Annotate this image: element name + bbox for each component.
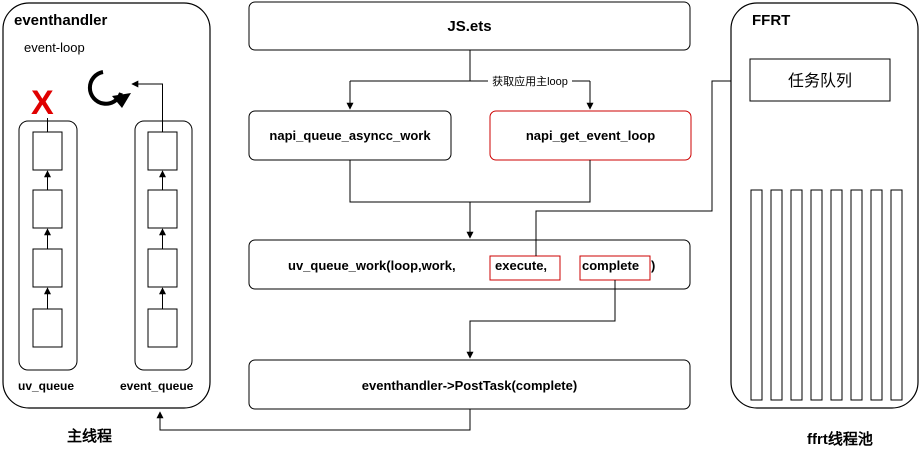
- cross-mark-icon: X: [31, 84, 54, 122]
- napi-queue-async-work-label: napi_queue_asyncc_work: [269, 128, 431, 143]
- thread-bar: [890, 189, 903, 401]
- main-thread-caption: 主线程: [67, 427, 112, 445]
- uv-queue-slot: [32, 308, 63, 348]
- uv-queue-slot: [32, 248, 63, 288]
- uv-queue-work-complete: complete: [582, 258, 639, 273]
- uv-queue-label: uv_queue: [18, 379, 74, 393]
- js-ets-label: JS.ets: [447, 18, 491, 35]
- event-queue-slot: [147, 189, 178, 229]
- uv-queue-slot: [32, 131, 63, 171]
- event-queue-slot: [147, 308, 178, 348]
- task-queue-box: [749, 58, 891, 102]
- js-ets-box: JS.ets: [248, 1, 691, 51]
- event-queue-slot: [147, 248, 178, 288]
- ffrt-title: FFRT: [752, 12, 790, 29]
- uv-queue: [18, 118, 78, 371]
- post-task-label: eventhandler->PostTask(complete): [362, 378, 577, 393]
- uv-queue-slot: [32, 189, 63, 229]
- thread-bar: [770, 189, 783, 401]
- uv-queue-work-execute: execute,: [495, 258, 547, 273]
- event-queue-slot: [147, 131, 178, 171]
- thread-bar: [850, 189, 863, 401]
- uv-queue-work-prefix: uv_queue_work(loop,work,: [288, 258, 456, 273]
- thread-bar: [750, 189, 763, 401]
- thread-pool-bars: [750, 189, 903, 401]
- ffrt-caption: ffrt线程池: [807, 430, 873, 448]
- eventhandler-title: eventhandler: [14, 12, 108, 29]
- execute-highlight: [489, 255, 561, 281]
- loop-icon: [87, 70, 131, 108]
- uv-queue-work-box: uv_queue_work(loop,work, execute, comple…: [248, 239, 691, 290]
- napi-get-event-loop-box: napi_get_event_loop: [489, 110, 692, 161]
- napi-queue-async-work-box: napi_queue_asyncc_work: [248, 110, 452, 161]
- main-thread-panel: eventhandler event-loop X uv_queue: [2, 2, 211, 409]
- event-queue: [131, 80, 193, 371]
- task-queue-label: 任务队列: [788, 72, 852, 90]
- ffrt-panel: FFRT 任务队列: [730, 2, 919, 409]
- event-loop-label: event-loop: [24, 40, 85, 55]
- post-task-box: eventhandler->PostTask(complete): [248, 359, 691, 410]
- thread-bar: [870, 189, 883, 401]
- napi-get-event-loop-label: napi_get_event_loop: [526, 128, 655, 143]
- thread-bar: [810, 189, 823, 401]
- thread-bar: [830, 189, 843, 401]
- branch-label: 获取应用主loop: [492, 74, 568, 88]
- event-queue-label: event_queue: [120, 379, 194, 393]
- thread-bar: [790, 189, 803, 401]
- uv-queue-work-suffix: ): [651, 258, 655, 273]
- event-queue-container: [134, 120, 193, 371]
